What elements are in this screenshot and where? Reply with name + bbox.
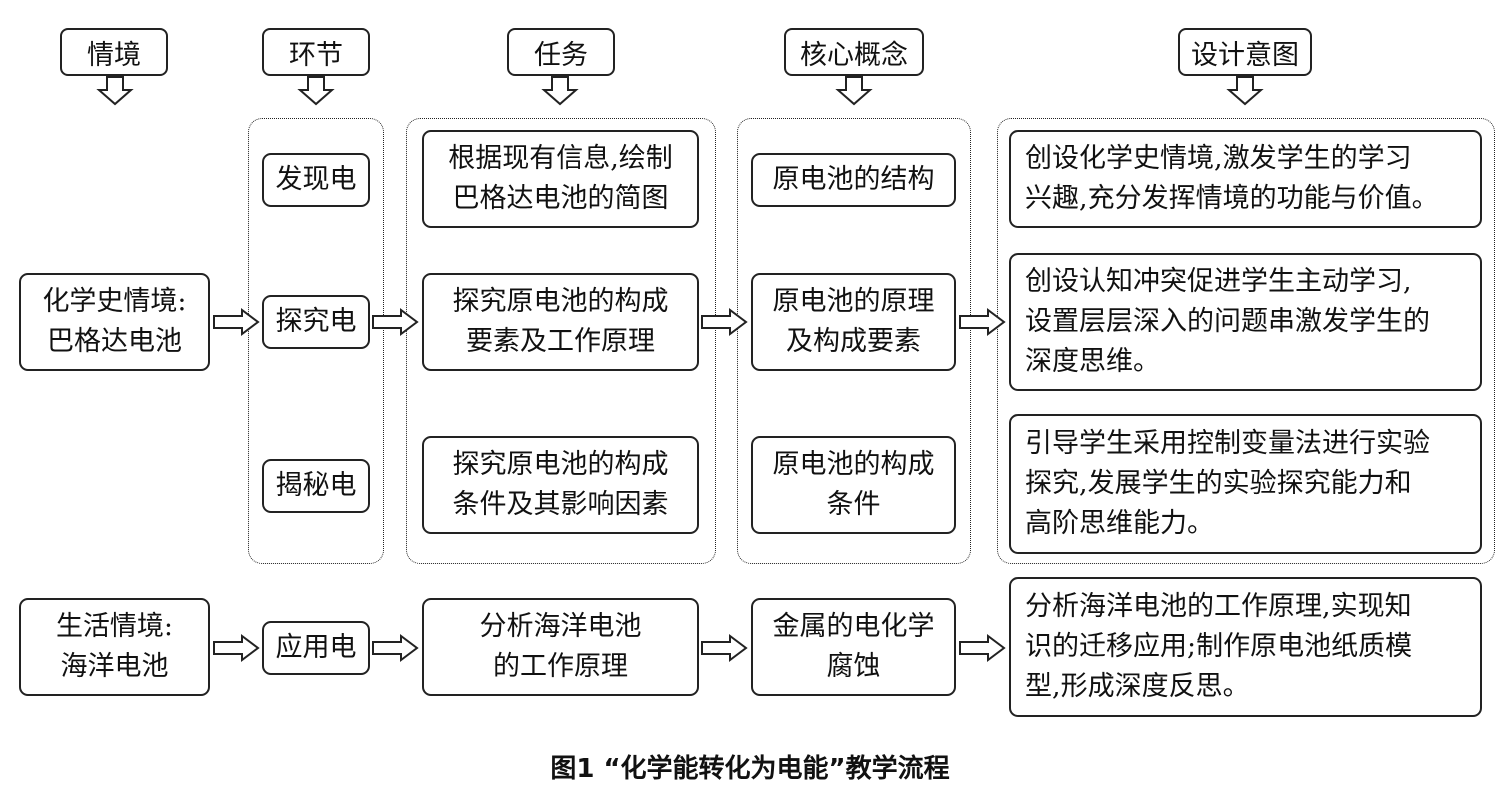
- arrow-row1-b: [372, 308, 419, 336]
- arrow-row2-a: [213, 634, 260, 662]
- task-4-box: 分析海洋电池 的工作原理: [422, 598, 699, 696]
- intent-group: [997, 118, 1495, 564]
- down-arrow-scenario: [96, 76, 134, 106]
- arrow-row2-b: [372, 634, 419, 662]
- concept-2-box: 原电池的原理 及构成要素: [751, 273, 956, 371]
- task-3-box: 探究原电池的构成 条件及其影响因素: [422, 436, 699, 534]
- stage-discover-box: 发现电: [262, 153, 370, 207]
- concept-group: [737, 118, 971, 564]
- scenario-history-box: 化学史情境: 巴格达电池: [19, 273, 210, 371]
- header-stage: 环节: [262, 28, 370, 76]
- arrow-row1-a: [213, 308, 260, 336]
- concept-1-box: 原电池的结构: [751, 153, 956, 207]
- task-group: [406, 118, 716, 564]
- intent-1-box: 创设化学史情境,激发学生的学习 兴趣,充分发挥情境的功能与价值。: [1009, 130, 1482, 228]
- concept-3-box: 原电池的构成 条件: [751, 436, 956, 534]
- intent-4-box: 分析海洋电池的工作原理,实现知 识的迁移应用;制作原电池纸质模 型,形成深度反思…: [1009, 577, 1482, 717]
- intent-2-box: 创设认知冲突促进学生主动学习, 设置层层深入的问题串激发学生的 深度思维。: [1009, 253, 1482, 391]
- down-arrow-concept: [835, 76, 873, 106]
- down-arrow-stage: [297, 76, 335, 106]
- down-arrow-task: [541, 76, 579, 106]
- task-2-box: 探究原电池的构成 要素及工作原理: [422, 273, 699, 371]
- header-scenario: 情境: [60, 28, 168, 76]
- stage-explore-box: 探究电: [262, 295, 370, 349]
- header-design-intent: 设计意图: [1178, 28, 1312, 76]
- header-core-concept: 核心概念: [784, 28, 924, 76]
- arrow-row1-d: [959, 308, 1006, 336]
- header-task: 任务: [507, 28, 615, 76]
- arrow-row1-c: [701, 308, 748, 336]
- stage-group: [248, 118, 384, 564]
- stage-reveal-box: 揭秘电: [262, 459, 370, 513]
- arrow-row2-d: [959, 634, 1006, 662]
- stage-apply-box: 应用电: [262, 621, 370, 675]
- arrow-row2-c: [701, 634, 748, 662]
- intent-3-box: 引导学生采用控制变量法进行实验 探究,发展学生的实验探究能力和 高阶思维能力。: [1009, 414, 1482, 554]
- down-arrow-intent: [1226, 76, 1264, 106]
- concept-4-box: 金属的电化学 腐蚀: [751, 598, 956, 696]
- scenario-life-box: 生活情境: 海洋电池: [19, 598, 210, 696]
- task-1-box: 根据现有信息,绘制 巴格达电池的简图: [422, 130, 699, 228]
- figure-caption: 图1 “化学能转化为电能”教学流程: [550, 754, 950, 784]
